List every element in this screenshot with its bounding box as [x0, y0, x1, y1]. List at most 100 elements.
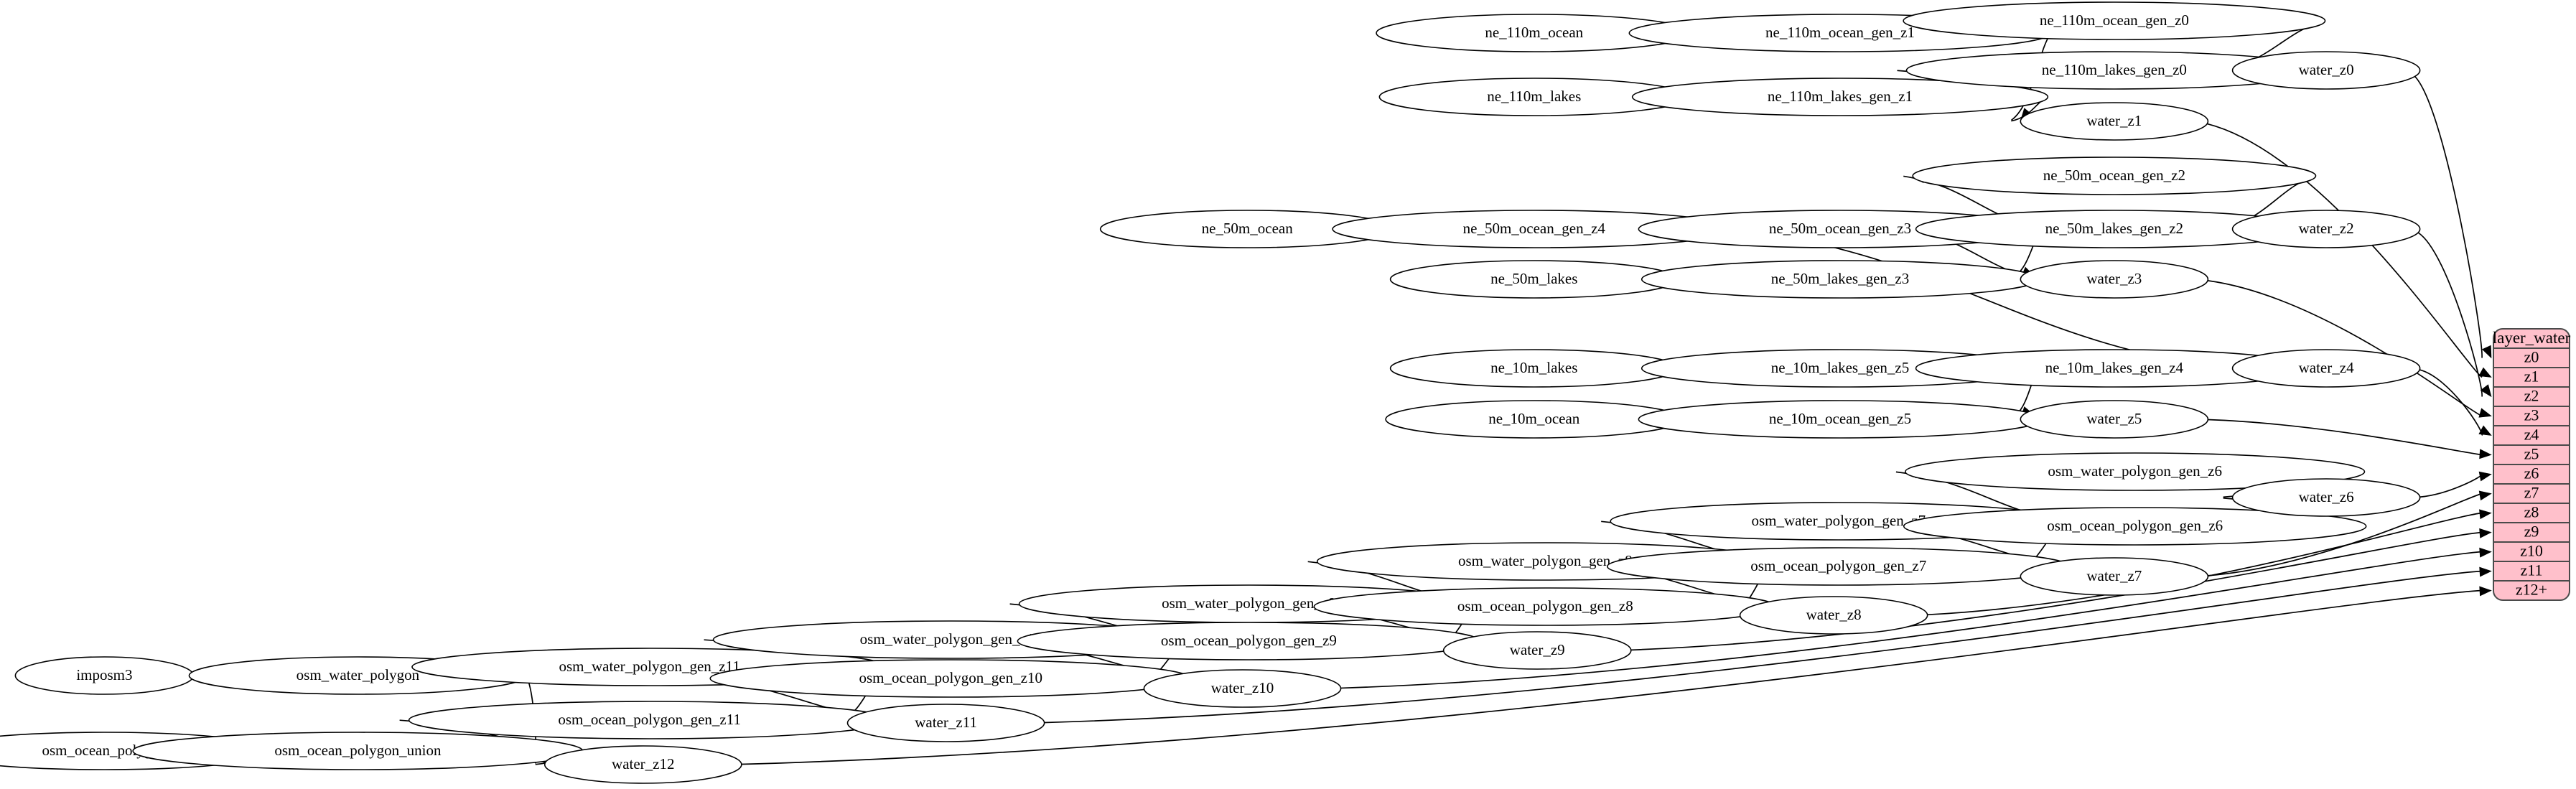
- graph-edge: [2417, 232, 2483, 397]
- graph-node-water_z4[interactable]: water_z4: [2231, 349, 2421, 388]
- node-shape: [1905, 452, 2366, 491]
- edge-arrowhead: [2478, 471, 2492, 482]
- node-label: ne_10m_lakes: [1490, 359, 1577, 376]
- node-shape: [2231, 478, 2421, 517]
- node-shape: [2020, 400, 2209, 439]
- graph-node-ne_10m_lakes_gen_z4[interactable]: ne_10m_lakes_gen_z4: [1915, 349, 2313, 388]
- edge-arrowhead: [2478, 367, 2492, 378]
- record-row-z8[interactable]: z8: [2524, 503, 2539, 521]
- graph-node-osm_ocean_polygon_gen_z11[interactable]: osm_ocean_polygon_gen_z11: [408, 701, 891, 739]
- node-label: water_z6: [2299, 488, 2354, 505]
- graph-node-ne_50m_ocean[interactable]: ne_50m_ocean: [1099, 210, 1395, 248]
- edge-arrowhead: [2478, 408, 2492, 418]
- node-label: osm_water_polygon_gen_z9: [1162, 594, 1336, 612]
- record-layer: layer_waterz0z1z2z3z4z5z6z7z8z9z10z11z12…: [2493, 328, 2571, 601]
- graph-node-ne_110m_ocean_gen_z0[interactable]: ne_110m_ocean_gen_z0: [1903, 1, 2326, 40]
- node-shape: [543, 745, 742, 784]
- graph-node-ne_50m_lakes[interactable]: ne_50m_lakes: [1389, 260, 1679, 299]
- graph-node-ne_50m_ocean_gen_z4[interactable]: ne_50m_ocean_gen_z4: [1332, 210, 1737, 248]
- graph-node-ne_10m_lakes[interactable]: ne_10m_lakes: [1389, 349, 1679, 388]
- record-row-z5[interactable]: z5: [2524, 445, 2539, 463]
- graph-node-water_z5[interactable]: water_z5: [2020, 400, 2209, 439]
- node-label: water_z10: [1211, 679, 1274, 696]
- graph-edge: [2419, 369, 2483, 436]
- record-row-z11[interactable]: z11: [2521, 561, 2543, 579]
- graph-node-osm_ocean_polygon_union[interactable]: osm_ocean_polygon_union: [132, 732, 584, 770]
- node-label: osm_water_polygon_gen_z11: [559, 658, 739, 675]
- graph-node-water_z10[interactable]: water_z10: [1143, 669, 1342, 708]
- graph-node-water_z0[interactable]: water_z0: [2231, 51, 2421, 90]
- layer-water-record[interactable]: layer_waterz0z1z2z3z4z5z6z7z8z9z10z11z12…: [2493, 328, 2571, 601]
- record-row-z7[interactable]: z7: [2524, 484, 2539, 502]
- graph-node-ne_10m_ocean_gen_z5[interactable]: ne_10m_ocean_gen_z5: [1638, 400, 2043, 439]
- node-label: ne_110m_ocean: [1485, 24, 1583, 41]
- graph-edge: [2208, 419, 2483, 456]
- graph-node-osm_water_polygon_gen_z6[interactable]: osm_water_polygon_gen_z6: [1905, 452, 2366, 491]
- node-shape: [1143, 669, 1342, 708]
- record-row-z3[interactable]: z3: [2524, 406, 2539, 424]
- edge-arrowhead: [2478, 490, 2492, 501]
- node-label: osm_water_polygon_gen_z6: [2048, 462, 2222, 480]
- edge-arrowhead: [2479, 566, 2492, 577]
- graph-node-osm_ocean_polygon_gen_z8[interactable]: osm_ocean_polygon_gen_z8: [1313, 587, 1778, 626]
- node-label: ne_110m_lakes_gen_z1: [1768, 88, 1913, 105]
- record-row-z9[interactable]: z9: [2524, 523, 2539, 541]
- graph-node-water_z7[interactable]: water_z7: [2020, 557, 2209, 596]
- node-label: ne_110m_lakes_gen_z0: [2042, 61, 2187, 78]
- graph-node-ne_110m_lakes[interactable]: ne_110m_lakes: [1378, 78, 1689, 116]
- node-shape: [2231, 210, 2421, 248]
- graph-edge: [1340, 551, 2483, 689]
- node-label: osm_ocean_polygon_gen_z8: [1457, 597, 1633, 615]
- graph-node-water_z8[interactable]: water_z8: [1739, 596, 1928, 635]
- graph-node-ne_50m_lakes_gen_z2[interactable]: ne_50m_lakes_gen_z2: [1915, 210, 2313, 248]
- graph-node-osm_ocean_polygon_gen_z9[interactable]: osm_ocean_polygon_gen_z9: [1017, 622, 1481, 660]
- graph-node-ne_110m_ocean[interactable]: ne_110m_ocean: [1376, 14, 1693, 52]
- record-row-z0[interactable]: z0: [2524, 348, 2539, 366]
- node-shape: [1903, 507, 2367, 546]
- graph-node-water_z3[interactable]: water_z3: [2020, 260, 2209, 299]
- graph-node-ne_50m_ocean_gen_z2[interactable]: ne_50m_ocean_gen_z2: [1912, 157, 2317, 195]
- node-label: imposm3: [76, 666, 132, 683]
- record-row-z1[interactable]: z1: [2524, 368, 2539, 386]
- node-label: water_z9: [1510, 641, 1565, 658]
- node-label: water_z3: [2086, 270, 2142, 287]
- edge-arrowhead: [2481, 345, 2492, 359]
- node-label: ne_50m_ocean_gen_z3: [1769, 220, 1911, 237]
- node-label: water_z2: [2299, 220, 2354, 237]
- node-label: water_z7: [2086, 567, 2142, 584]
- node-label: osm_ocean_polygon_gen_z9: [1161, 632, 1337, 649]
- graph-node-ne_10m_ocean[interactable]: ne_10m_ocean: [1385, 400, 1684, 439]
- graph-node-water_z9[interactable]: water_z9: [1442, 631, 1632, 670]
- node-shape: [1631, 78, 2049, 116]
- graph-node-ne_110m_lakes_gen_z1[interactable]: ne_110m_lakes_gen_z1: [1631, 78, 2049, 116]
- node-label: osm_water_polygon_gen_z8: [1458, 552, 1633, 569]
- graph-node-osm_ocean_polygon_gen_z7[interactable]: osm_ocean_polygon_gen_z7: [1606, 547, 2071, 586]
- graph-node-imposm3[interactable]: imposm3: [14, 656, 195, 695]
- graph-node-water_z11[interactable]: water_z11: [846, 704, 1045, 742]
- node-label: ne_50m_lakes_gen_z3: [1771, 270, 1909, 287]
- graph-node-osm_ocean_polygon_gen_z6[interactable]: osm_ocean_polygon_gen_z6: [1903, 507, 2367, 546]
- record-row-z10[interactable]: z10: [2520, 542, 2543, 560]
- record-row-z6[interactable]: z6: [2524, 464, 2539, 482]
- graph-node-water_z2[interactable]: water_z2: [2231, 210, 2421, 248]
- edge-arrowhead: [2479, 547, 2492, 558]
- node-label: water_z8: [1806, 606, 1862, 623]
- graph-node-water_z1[interactable]: water_z1: [2020, 102, 2209, 141]
- graph-edge: [1927, 512, 2483, 616]
- node-label: ne_50m_lakes: [1490, 270, 1577, 287]
- record-row-z12+[interactable]: z12+: [2516, 581, 2547, 599]
- node-shape: [1903, 1, 2326, 40]
- graph-node-ne_50m_lakes_gen_z3[interactable]: ne_50m_lakes_gen_z3: [1641, 260, 2040, 299]
- graph-node-water_z12[interactable]: water_z12: [543, 745, 742, 784]
- node-shape: [2020, 557, 2209, 596]
- graph-node-water_z6[interactable]: water_z6: [2231, 478, 2421, 517]
- record-row-z4[interactable]: z4: [2524, 426, 2539, 444]
- graph-edge: [1735, 228, 2223, 368]
- node-shape: [1739, 596, 1928, 635]
- graph-edge: [2207, 280, 2483, 417]
- graph-node-osm_ocean_polygon_gen_z10[interactable]: osm_ocean_polygon_gen_z10: [709, 659, 1193, 698]
- node-label: ne_50m_ocean_gen_z2: [2043, 167, 2185, 184]
- record-row-z2[interactable]: z2: [2524, 387, 2539, 405]
